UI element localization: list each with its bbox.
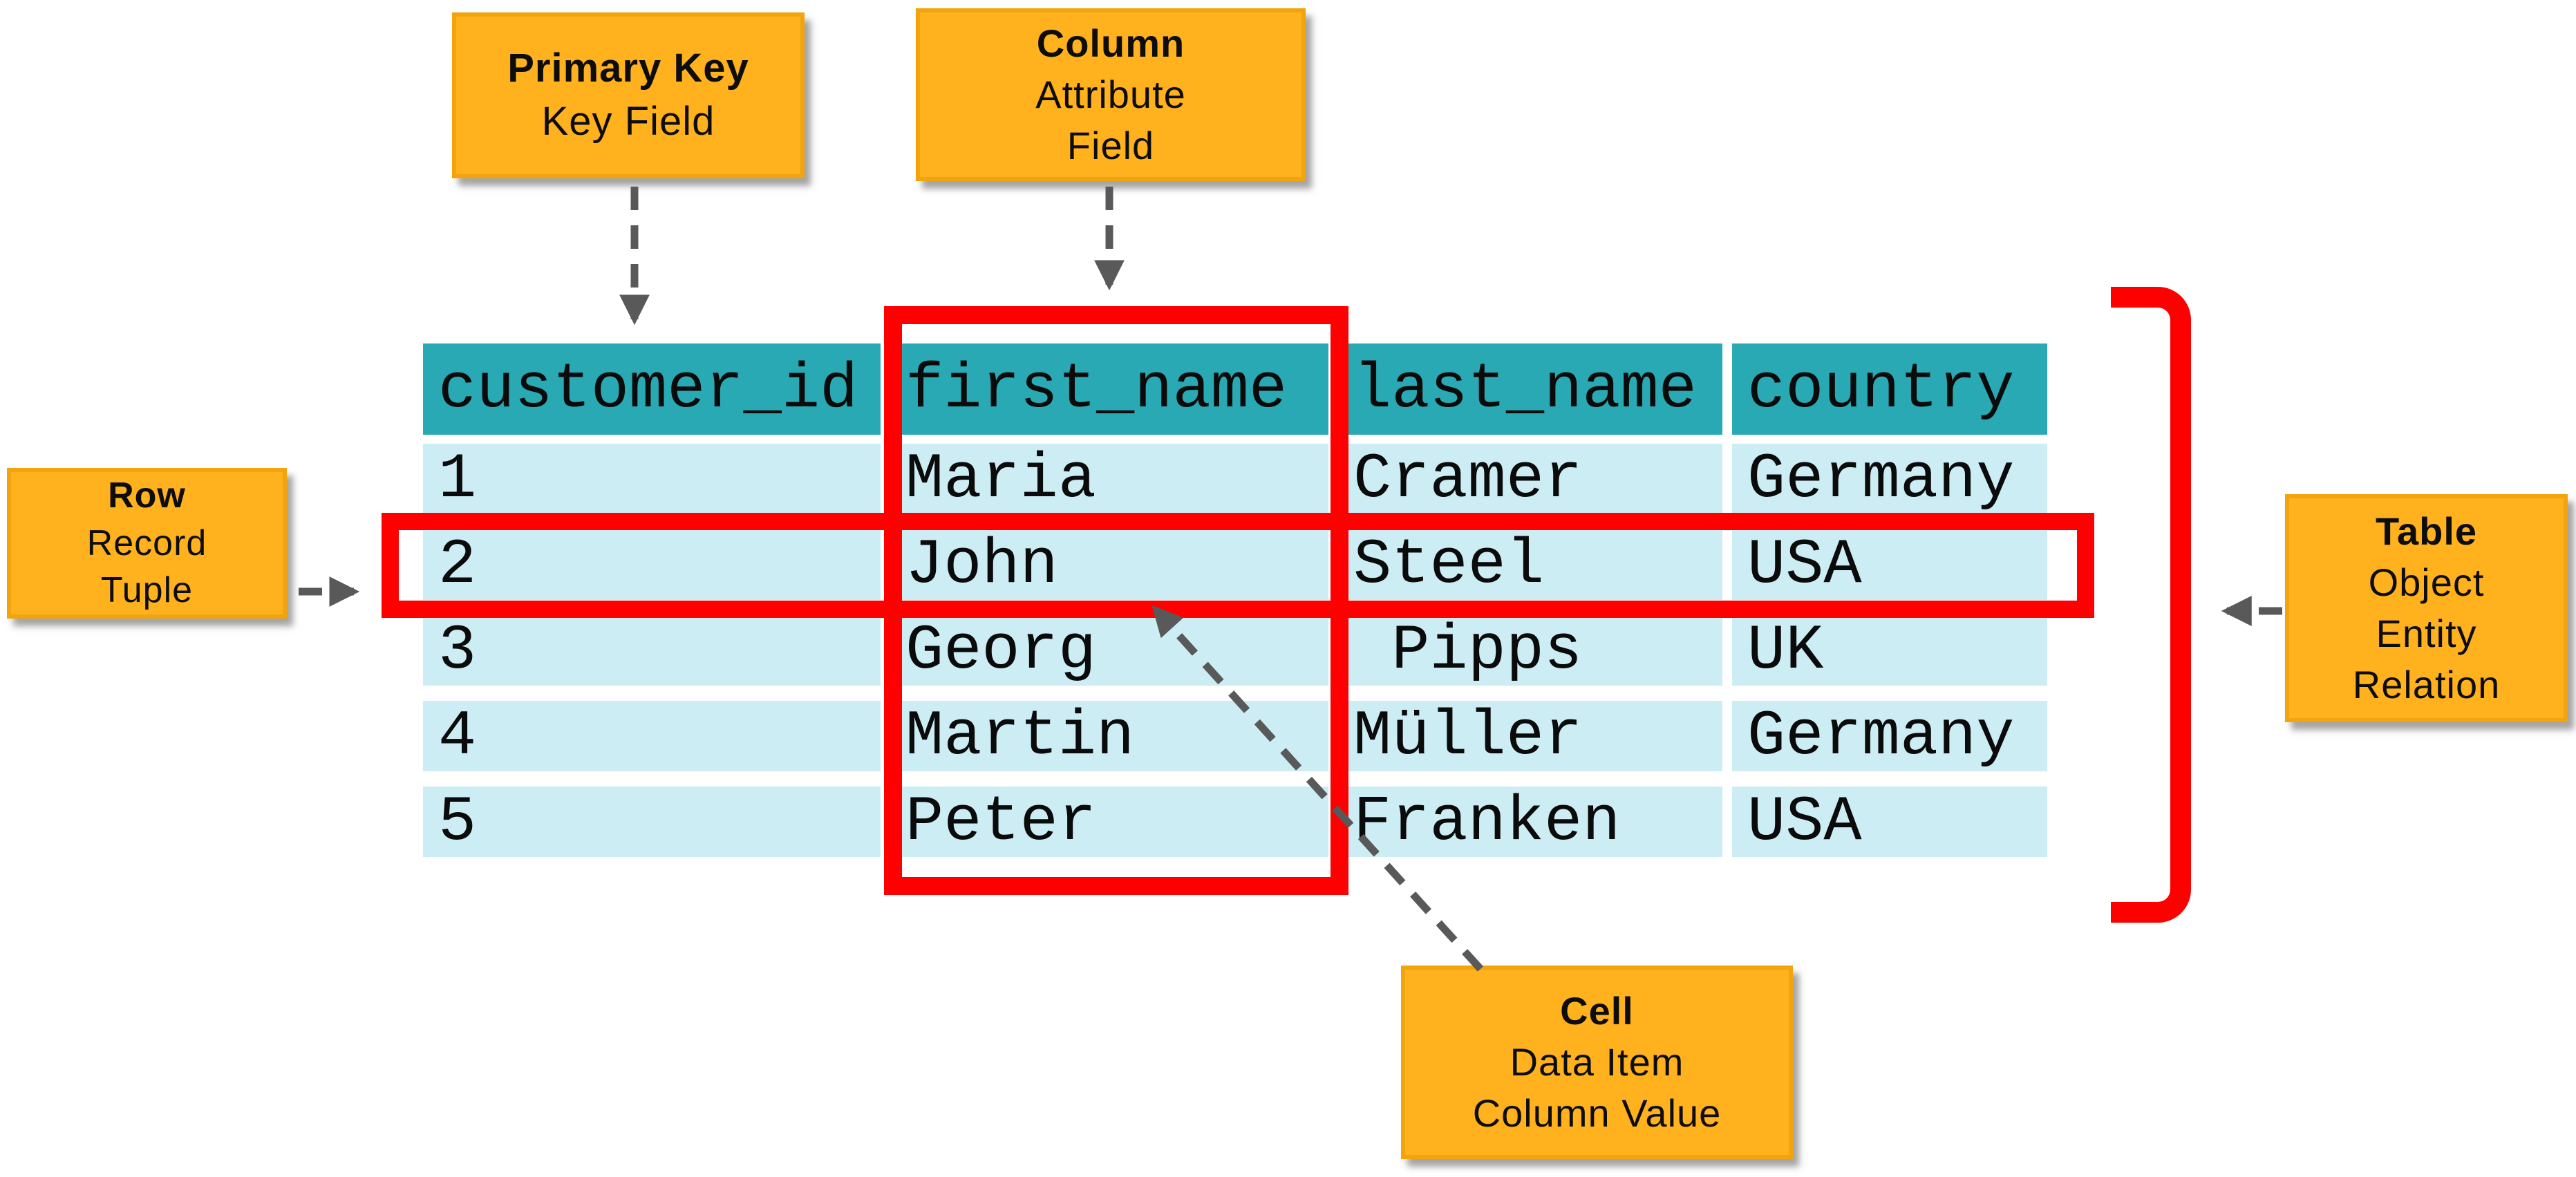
column-header-customer-id: customer_id <box>423 343 881 435</box>
row-callout-title: Row <box>108 475 186 516</box>
table-cell: Germany <box>1732 443 2047 516</box>
table-cell: 4 <box>423 700 881 773</box>
table-callout-line: Entity <box>2376 612 2477 655</box>
column-callout-title: Column <box>1036 21 1185 66</box>
column-header-last-name: last_name <box>1338 343 1722 435</box>
table-cell: 2 <box>423 529 881 601</box>
table-cell: Franken <box>1338 786 1722 858</box>
table-bracket <box>2111 287 2191 923</box>
cell-callout: Cell Data Item Column Value <box>1401 966 1793 1159</box>
table-cell: 1 <box>423 443 881 516</box>
cell-callout-line: Column Value <box>1472 1091 1722 1135</box>
table-callout-line: Object <box>2368 561 2485 605</box>
row-callout: Row Record Tuple <box>7 468 287 619</box>
primary-key-callout-title: Primary Key <box>507 46 749 91</box>
column-header-country: country <box>1732 343 2047 435</box>
table-cell: USA <box>1732 529 2047 601</box>
table-cell: Pipps <box>1338 614 1722 687</box>
table-cell: Cramer <box>1338 443 1722 516</box>
primary-key-callout: Primary Key Key Field <box>452 12 805 178</box>
row-highlight-frame <box>382 513 2094 618</box>
cell-callout-line: Data Item <box>1510 1040 1684 1084</box>
table-callout-line: Relation <box>2352 662 2501 706</box>
primary-key-callout-line: Key Field <box>541 99 715 144</box>
table-cell-john: John <box>890 529 1328 601</box>
cell-callout-title: Cell <box>1560 989 1634 1033</box>
row-callout-line: Record <box>86 522 207 563</box>
table-cell: Maria <box>890 443 1328 516</box>
table-cell: 5 <box>423 786 881 858</box>
column-callout-line: Attribute <box>1035 73 1186 117</box>
table-cell: 3 <box>423 614 881 687</box>
table-callout-title: Table <box>2375 509 2478 554</box>
table-cell: Martin <box>890 700 1328 773</box>
column-callout-line: Field <box>1066 123 1155 167</box>
table-callout: Table Object Entity Relation <box>2285 494 2568 722</box>
column-callout: Column Attribute Field <box>916 8 1306 181</box>
row-callout-line: Tuple <box>100 570 194 611</box>
table-column-country: country Germany USA UK Germany USA <box>1732 343 2047 858</box>
table-cell: Steel <box>1338 529 1722 601</box>
table-column-last-name: last_name Cramer Steel Pipps Müller Fran… <box>1338 343 1722 858</box>
table-cell: Müller <box>1338 700 1722 773</box>
column-header-first-name: first_name <box>890 343 1328 435</box>
table-column-customer-id: customer_id 1 2 3 4 5 <box>423 343 881 858</box>
table-cell: Germany <box>1732 700 2047 773</box>
table-cell: UK <box>1732 614 2047 687</box>
table-cell: USA <box>1732 786 2047 858</box>
